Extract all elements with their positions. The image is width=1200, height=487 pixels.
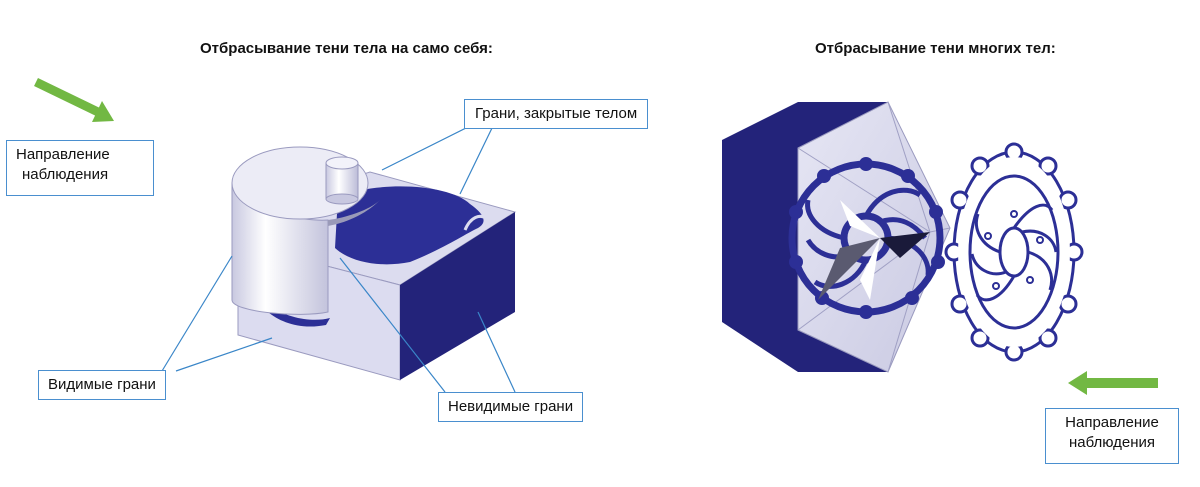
- self-shadow-title: Отбрасывание тени тела на само себя:: [200, 40, 493, 57]
- invisible-faces-label: Невидимые грани: [438, 392, 584, 422]
- view-direction-left-line1: Направление: [16, 146, 110, 163]
- self-shadow-body: [231, 146, 517, 381]
- leader-lines-left: [161, 125, 516, 393]
- view-direction-arrow-right: [1068, 371, 1158, 395]
- hexagonal-prism: [722, 101, 951, 373]
- view-direction-left-line2: наблюдения: [22, 166, 109, 183]
- visible-faces-label: Видимые грани: [38, 370, 166, 400]
- faces-hidden-by-body-label: Грани, закрытые телом: [464, 99, 649, 129]
- brake-rotor: [944, 142, 1084, 362]
- multi-body-shadow-title: Отбрасывание тени многих тел:: [815, 40, 1056, 57]
- view-direction-right-line2: наблюдения: [1068, 434, 1156, 451]
- view-direction-label-left: Направление наблюдения: [6, 140, 154, 196]
- view-direction-right-line1: Направление: [1065, 414, 1159, 431]
- view-direction-arrow-left: [34, 77, 114, 122]
- view-direction-label-right: Направление наблюдения: [1045, 408, 1179, 464]
